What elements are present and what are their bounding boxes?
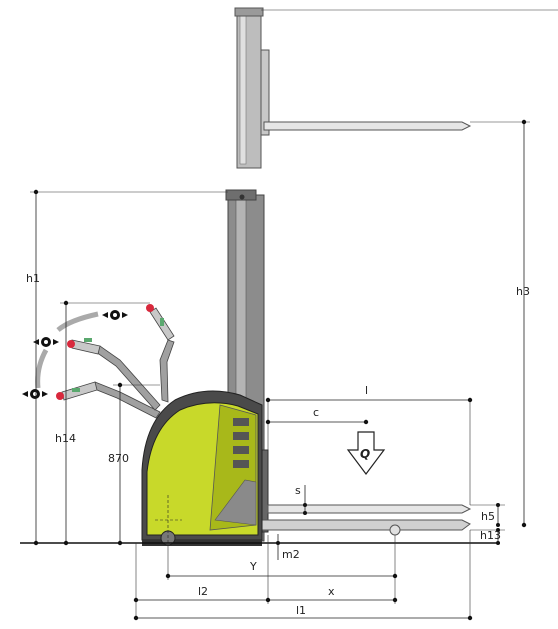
label-h1: h1 xyxy=(26,272,40,285)
raised-mast xyxy=(234,7,558,169)
raised-mast-cap xyxy=(234,7,264,17)
vent-3 xyxy=(233,446,249,454)
tiller-low-grip xyxy=(72,388,80,392)
tiller-arm xyxy=(35,304,175,419)
label-h13: h13 xyxy=(480,529,501,542)
label-h14: h14 xyxy=(55,432,76,445)
label-l1: l1 xyxy=(296,604,306,617)
dimension-l2-x: l2 x xyxy=(133,585,398,603)
label-Q: Q xyxy=(360,447,370,461)
rotate-arrows-icon xyxy=(33,337,59,347)
dimension-h14: h14 xyxy=(55,300,150,546)
label-Y: Y xyxy=(249,560,257,573)
label-x: x xyxy=(328,585,335,598)
label-l: l xyxy=(365,384,368,397)
dimension-h1: h1 xyxy=(26,189,228,546)
tiller-low-tip xyxy=(56,392,64,400)
label-c: c xyxy=(313,406,319,419)
load-wheel xyxy=(389,524,401,536)
tiller-up-tip xyxy=(146,304,154,312)
vent-2 xyxy=(233,432,249,440)
dimension-m2: m2 xyxy=(276,534,300,561)
dimension-h13: h13 xyxy=(470,528,505,545)
body-step xyxy=(214,479,257,526)
tiller-up-grip xyxy=(160,318,164,326)
forks xyxy=(261,504,472,536)
label-m2: m2 xyxy=(282,548,300,561)
label-l2: l2 xyxy=(198,585,208,598)
label-s: s xyxy=(295,484,301,497)
label-h5: h5 xyxy=(481,510,495,523)
tiller-mid-grip xyxy=(84,338,92,342)
dimension-h3: h3 xyxy=(470,119,530,528)
dimension-l: l xyxy=(265,384,473,505)
swing-arc-upper xyxy=(56,311,99,332)
load-arrow-icon: Q xyxy=(346,431,386,475)
truck-body xyxy=(141,390,263,546)
dimension-c: c xyxy=(265,406,369,425)
dimension-s: s xyxy=(295,484,307,515)
rotate-arrows-icon xyxy=(22,389,48,399)
dimension-l1: l1 xyxy=(133,604,473,621)
dimension-870: 870 xyxy=(108,382,160,546)
dimension-Y: Y xyxy=(165,560,398,579)
raised-mast-inner xyxy=(239,13,247,165)
label-h3: h3 xyxy=(516,285,530,298)
swing-arc-lower xyxy=(35,348,49,389)
raised-carriage xyxy=(260,49,270,136)
vent-4 xyxy=(233,460,249,468)
raised-fork xyxy=(263,121,472,131)
straddle-leg xyxy=(261,519,471,531)
vent-1 xyxy=(233,418,249,426)
dimension-h5: h5 xyxy=(470,503,505,527)
label-870: 870 xyxy=(108,452,129,465)
tiller-mid-handle xyxy=(71,339,101,355)
tiller-up xyxy=(159,339,175,403)
mast-bolt xyxy=(239,194,245,200)
fork-upper xyxy=(267,504,472,514)
tiller-mid-tip xyxy=(67,340,75,348)
rotate-arrows-icon xyxy=(102,310,128,320)
